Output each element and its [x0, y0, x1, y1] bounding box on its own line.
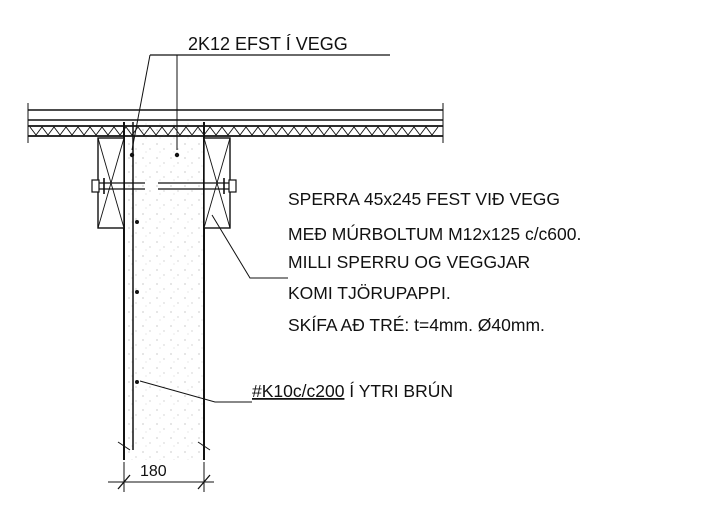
concrete-wall — [117, 122, 211, 460]
rafter-note-line: MEÐ MÚRBOLTUM M12x125 c/c600. — [288, 223, 581, 244]
top-rebar-dot — [174, 152, 180, 158]
rafter-note-line: MILLI SPERRU OG VEGGJAR — [288, 252, 530, 272]
insulation-zigzag — [29, 126, 439, 136]
rafter-note-line: KOMI TJÖRUPAPPI. — [288, 283, 451, 303]
wall-rebar-spec: #K10c/c200 — [252, 381, 345, 401]
roof-rafter — [27, 103, 444, 143]
top-rebar-label: 2K12 EFST Í VEGG — [188, 34, 348, 54]
rafter-note: SPERRA 45x245 FEST VIÐ VEGG MEÐ MÚRBOLTU… — [288, 189, 581, 335]
rebar-dot — [135, 380, 139, 384]
wall-width-value: 180 — [140, 463, 167, 480]
rafter-note-line: SKÍFA AÐ TRÉ: t=4mm. Ø40mm. — [288, 315, 545, 335]
rebar-dot — [135, 290, 139, 294]
wall-rebar-location: Í YTRI BRÚN — [344, 380, 453, 401]
top-rebar-dot — [129, 152, 135, 158]
wall-width-dimension: 180 — [108, 462, 214, 492]
rebar-dot — [135, 220, 139, 224]
rafter-note-line: SPERRA 45x245 FEST VIÐ VEGG — [288, 189, 560, 209]
through-bolt — [91, 178, 237, 194]
wall-rebar-label: #K10c/c200 Í YTRI BRÚN — [252, 380, 453, 401]
leader-lines — [131, 54, 390, 403]
